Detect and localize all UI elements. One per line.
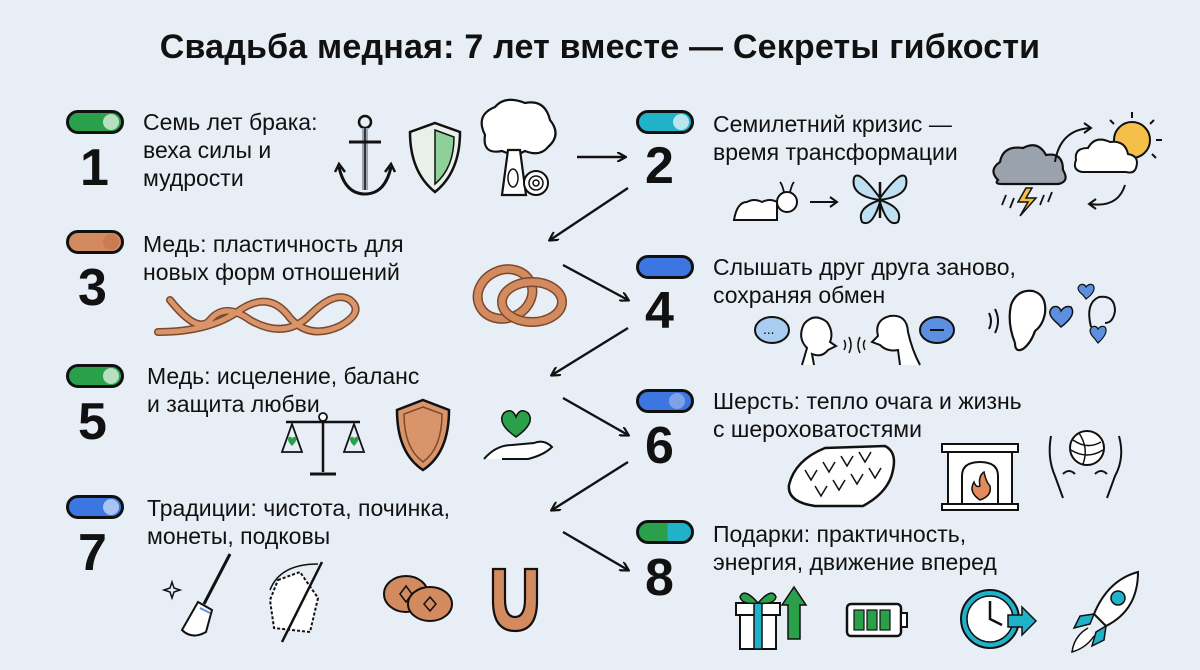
horseshoe-icon	[491, 567, 539, 633]
copper-rings-icon	[472, 264, 567, 327]
step-2-text: Семилетний кризис — время трансформации	[713, 111, 958, 165]
step-7-number: 7	[78, 524, 107, 582]
step-5-number: 5	[78, 393, 107, 451]
toggle-knob	[673, 114, 689, 130]
yarn-hands-icon	[1048, 430, 1123, 499]
step-5-toggle[interactable]	[66, 364, 124, 388]
step-4-text: Слышать друг друга заново, сохраняя обме…	[713, 254, 1016, 308]
toggle-knob	[103, 234, 119, 250]
step-2-number: 2	[645, 137, 674, 195]
tree-icon	[480, 98, 557, 197]
arrow-right-icon	[810, 196, 839, 208]
ear-hearts-icon	[988, 283, 1117, 352]
heart-hand-icon	[483, 410, 554, 460]
toggle-knob	[103, 499, 119, 515]
needle-patch-icon	[268, 561, 324, 643]
toggle-knob	[103, 368, 119, 384]
step-5-text: Медь: исцеление, баланс и защита любви	[147, 363, 420, 417]
toggle-knob	[673, 524, 689, 540]
step-6-toggle[interactable]	[636, 389, 694, 413]
storm-cloud-icon	[992, 144, 1067, 217]
step-6-text: Шерсть: тепло очага и жизнь с шероховато…	[713, 388, 1022, 442]
battery-icon	[845, 602, 908, 638]
svg-text:...: ...	[763, 323, 774, 337]
step-3-text: Медь: пластичность для новых форм отноше…	[143, 231, 404, 285]
step-6-number: 6	[645, 417, 674, 475]
broom-icon	[161, 553, 232, 637]
toggle-knob	[103, 114, 119, 130]
step-8-text: Подарки: практичность, энергия, движение…	[713, 521, 997, 575]
step-1-toggle[interactable]	[66, 110, 124, 134]
step-3-number: 3	[78, 259, 107, 317]
copper-coins-icon	[383, 575, 453, 622]
toggle-knob	[669, 393, 685, 409]
step-8-number: 8	[645, 549, 674, 607]
step-7-text: Традиции: чистота, починка, монеты, подк…	[147, 495, 451, 549]
copper-shield-icon	[395, 398, 451, 472]
copper-wire-icon	[154, 293, 360, 336]
shield-icon	[408, 121, 462, 194]
step-7-toggle[interactable]	[66, 495, 124, 519]
step-4-toggle[interactable]	[636, 255, 694, 279]
caterpillar-icon	[732, 181, 798, 221]
step-2-toggle[interactable]	[636, 110, 694, 134]
step-4-number: 4	[645, 282, 674, 340]
step-1-number: 1	[80, 139, 109, 197]
scales-icon	[280, 412, 366, 476]
cycle-arrows-icon	[1054, 122, 1126, 210]
step-3-toggle[interactable]	[66, 230, 124, 254]
fireplace-icon	[941, 443, 1019, 511]
butterfly-icon	[852, 174, 908, 224]
gift-arrow-icon	[735, 585, 808, 650]
anchor-icon	[333, 114, 397, 196]
step-8-toggle[interactable]	[636, 520, 694, 544]
page-title: Свадьба медная: 7 лет вместе — Секреты г…	[159, 28, 1041, 66]
sun-cloud-icon	[1073, 112, 1162, 174]
toggle-knob	[673, 259, 689, 275]
step-1-text: Семь лет брака: веха силы и мудрости	[143, 109, 318, 191]
conversation-icon: ...	[754, 314, 955, 366]
rocket-icon	[1071, 570, 1140, 654]
clock-forward-icon	[960, 589, 1038, 649]
knit-blanket-icon	[787, 444, 896, 508]
